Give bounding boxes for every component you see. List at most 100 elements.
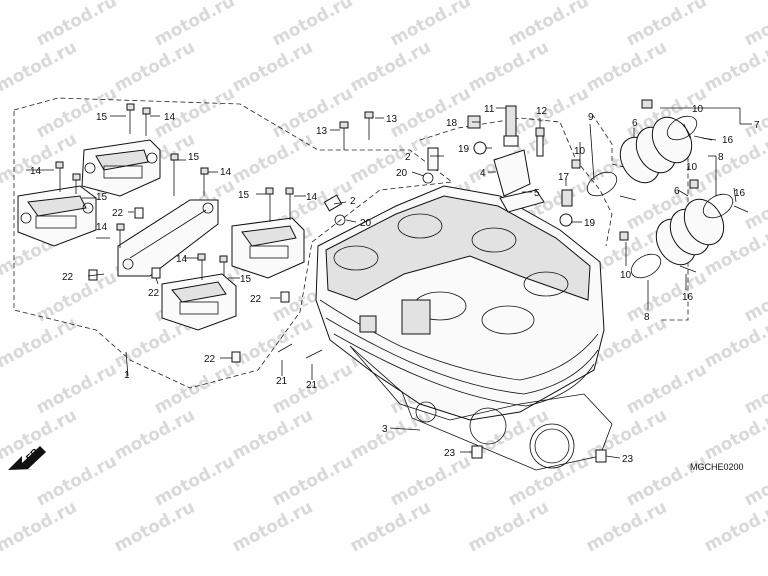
watermark-text: motod.ru — [741, 359, 768, 418]
callout-15a: 15 — [96, 112, 108, 123]
callout-13b: 13 — [386, 114, 398, 125]
callout-3: 3 — [382, 424, 388, 435]
callout-16b: 16 — [734, 188, 746, 199]
camshaft-holder-mid — [231, 217, 305, 279]
part-17 — [561, 189, 573, 207]
watermark-text: motod.ru — [0, 0, 80, 4]
dowel-pin-23-a — [471, 445, 483, 459]
bolt-14-f — [197, 253, 206, 280]
watermark-text: motod.ru — [111, 497, 198, 556]
callout-8b: 8 — [644, 312, 650, 323]
callout-10c: 10 — [686, 162, 698, 173]
callout-labels: 1 2 2 3 4 5 6 6 7 8 8 9 10 10 10 10 11 1… — [30, 104, 760, 465]
callout-22d: 22 — [250, 294, 262, 305]
insulator-upper — [619, 116, 693, 184]
watermark-text: motod.ru — [269, 451, 356, 510]
bolt-14-b — [200, 167, 209, 196]
camshaft-holder-left — [17, 185, 97, 247]
callout-12: 12 — [536, 106, 548, 117]
callout-21a: 21 — [276, 376, 288, 387]
callout-7: 7 — [754, 120, 760, 131]
hose-clamp-lower — [630, 193, 734, 279]
bolt-14-d — [116, 223, 125, 248]
watermark-text: motod.ru — [583, 37, 670, 96]
watermark-text: motod.ru — [583, 0, 670, 4]
watermark-text: motod.ru — [465, 37, 552, 96]
callout-16a: 16 — [722, 135, 734, 146]
watermark-text: motod.ru — [33, 0, 120, 50]
callout-5: 5 — [534, 188, 540, 199]
watermark-text: motod.ru — [269, 83, 356, 142]
bolt-14-e — [285, 187, 294, 220]
callout-18: 18 — [446, 118, 458, 129]
callout-22e: 22 — [204, 354, 216, 365]
camshaft-holder-lower — [161, 273, 237, 331]
watermark-text: motod.ru — [111, 405, 198, 464]
bolt-14-c — [55, 161, 64, 192]
watermark-text: motod.ru — [583, 497, 670, 556]
watermark-text: motod.ru — [151, 451, 238, 510]
callout-11: 11 — [484, 104, 495, 115]
drawing-code: MGCHE0200 — [690, 462, 744, 472]
callout-20a: 20 — [396, 168, 408, 179]
spark-plug — [503, 105, 519, 147]
callout-10a: 10 — [692, 104, 704, 115]
callout-13a: 13 — [316, 126, 328, 137]
bolt-set — [55, 103, 374, 280]
watermark-text: motod.ru — [229, 497, 316, 556]
callout-20b: 20 — [360, 218, 372, 229]
watermark-text: motod.ru — [623, 359, 710, 418]
bolt-15-d — [265, 187, 274, 222]
callout-19b: 19 — [584, 218, 596, 229]
fitting-2-b — [323, 194, 343, 212]
watermark-text: motod.ru — [701, 0, 768, 4]
cylinder-head-gasket — [349, 345, 613, 471]
callout-14b: 14 — [30, 166, 42, 177]
callout-22b: 22 — [112, 208, 124, 219]
callout-14d: 14 — [96, 222, 108, 233]
watermark-text: motod.ru — [229, 129, 316, 188]
bolt-13-b — [364, 111, 374, 140]
callout-23a: 23 — [444, 448, 456, 459]
bolt-14-a — [142, 107, 151, 136]
callout-15c: 15 — [188, 152, 200, 163]
callout-4: 4 — [480, 168, 486, 179]
watermark-text: motod.ru — [151, 0, 238, 50]
callout-2b: 2 — [350, 196, 356, 207]
watermark-text: motod.ru — [347, 0, 434, 4]
callout-15e: 15 — [240, 274, 252, 285]
clip-10-b — [571, 159, 581, 169]
washer-19-a — [473, 141, 487, 155]
watermark-text: motod.ru — [387, 83, 474, 142]
cylinder-head — [315, 185, 605, 421]
callout-16c: 16 — [682, 292, 694, 303]
bolt-15-b — [170, 153, 179, 196]
watermark-text: motod.ru — [347, 37, 434, 96]
watermark-text: motod.ru — [347, 405, 434, 464]
watermark-text: motod.ru — [33, 359, 120, 418]
watermark-text: motod.ru — [741, 83, 768, 142]
dowel-pin-23-b — [595, 449, 607, 463]
o-ring-20-a — [422, 172, 434, 184]
watermark-text: motod.ru — [111, 0, 198, 4]
watermark-text: motod.ru — [269, 0, 356, 50]
camshaft-holder-upper-left — [81, 139, 161, 197]
callout-15b: 15 — [96, 192, 108, 203]
watermark-text: motod.ru — [111, 37, 198, 96]
sensor-bolt-12 — [535, 127, 545, 157]
clip-10-a — [641, 99, 653, 109]
fitting-2-a — [427, 147, 439, 171]
clip-10-d — [619, 231, 629, 241]
callout-6b: 6 — [674, 186, 680, 197]
watermark-text: motod.ru — [741, 451, 768, 510]
callout-22c: 22 — [148, 288, 160, 299]
watermark-text: motod.ru — [33, 83, 120, 142]
hose-clamp-upper — [586, 115, 698, 197]
clip-10-c — [689, 179, 699, 189]
watermark-text: motod.ru — [33, 267, 120, 326]
callout-15d: 15 — [238, 190, 250, 201]
watermark-text: motod.ru — [387, 451, 474, 510]
assembly-boundary-1 — [13, 97, 454, 389]
bolt-15-c — [72, 173, 81, 194]
